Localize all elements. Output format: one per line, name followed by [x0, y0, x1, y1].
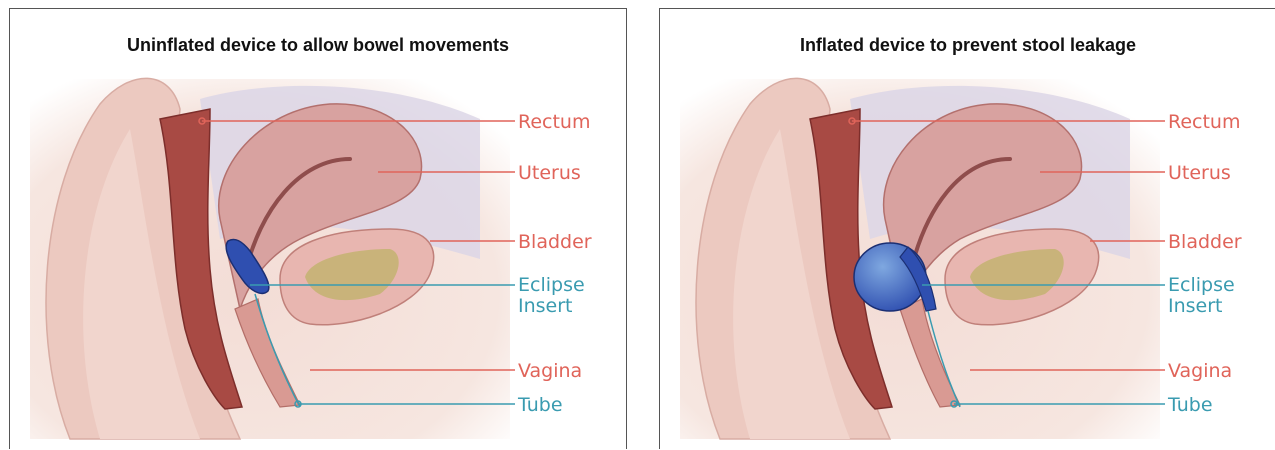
- label-uterus: Uterus: [1168, 162, 1231, 184]
- label-eclipse: Eclipse: [1168, 274, 1235, 296]
- anatomy-illustration-uninflated: Rectum Uterus Bladder Eclipse Insert Vag…: [10, 9, 626, 450]
- label-bladder: Bladder: [1168, 231, 1242, 253]
- label-tube: Tube: [517, 394, 563, 416]
- panel-uninflated: Uninflated device to allow bowel movemen…: [9, 8, 627, 449]
- label-insert: Insert: [518, 295, 573, 317]
- label-tube: Tube: [1167, 394, 1213, 416]
- label-rectum: Rectum: [518, 111, 590, 133]
- label-bladder: Bladder: [518, 231, 592, 253]
- panel-inflated: Inflated device to prevent stool leakage: [659, 8, 1275, 449]
- label-eclipse: Eclipse: [518, 274, 585, 296]
- label-vagina: Vagina: [1168, 360, 1232, 382]
- label-rectum: Rectum: [1168, 111, 1240, 133]
- label-vagina: Vagina: [518, 360, 582, 382]
- anatomy-illustration-inflated: Rectum Uterus Bladder Eclipse Insert Vag…: [660, 9, 1275, 450]
- label-uterus: Uterus: [518, 162, 581, 184]
- label-insert: Insert: [1168, 295, 1223, 317]
